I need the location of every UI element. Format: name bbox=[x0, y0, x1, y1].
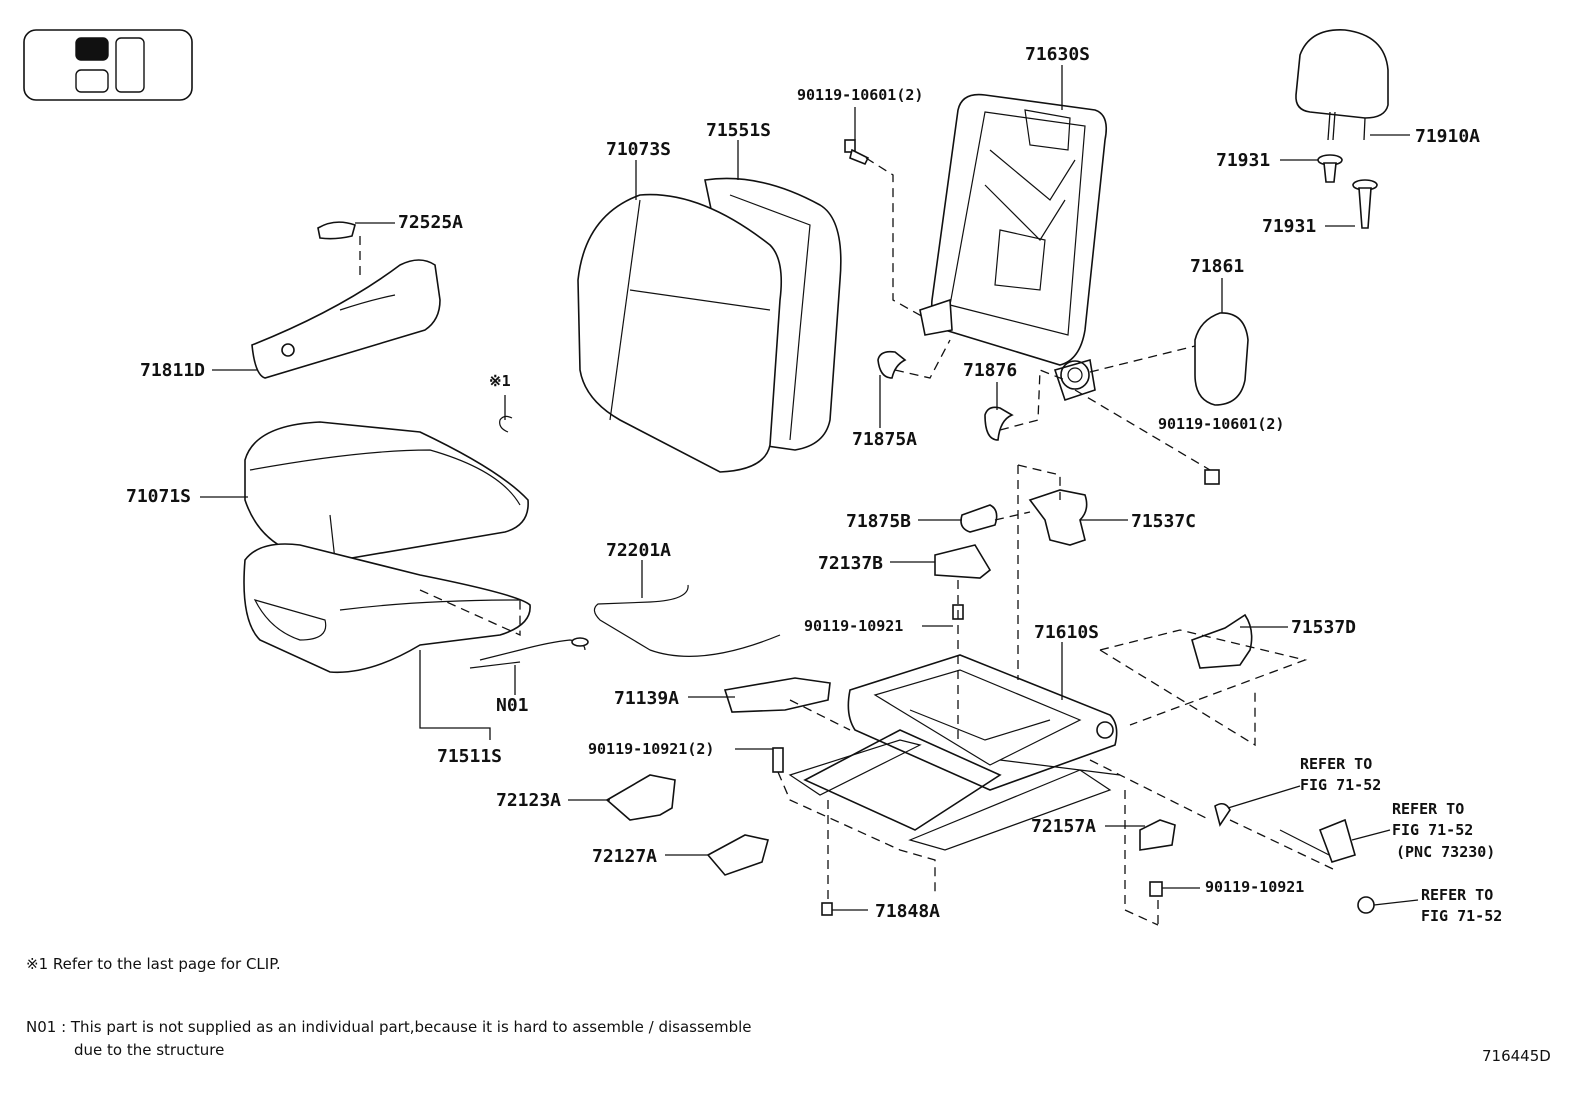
leader-lines bbox=[200, 65, 1419, 911]
n01-footnote-line1: N01 : This part is not supplied as an in… bbox=[26, 1018, 752, 1036]
seat-cushion-pad-part bbox=[243, 543, 531, 674]
clip-icon bbox=[499, 415, 513, 433]
label-refer-to-2-line1: REFER TO bbox=[1392, 800, 1465, 818]
label-refer-to-2-line2: FIG 71-52 bbox=[1392, 821, 1474, 839]
label-71861: 71861 bbox=[1190, 256, 1245, 277]
label-71630S: 71630S bbox=[1025, 44, 1091, 65]
label-71931-lower: 71931 bbox=[1262, 216, 1317, 237]
clip-footnote: ※1 Refer to the last page for CLIP. bbox=[26, 955, 281, 973]
headrest-part bbox=[1295, 29, 1389, 141]
label-71811D: 71811D bbox=[140, 360, 206, 381]
label-71610S: 71610S bbox=[1034, 622, 1100, 643]
headrest-support-part bbox=[1317, 154, 1378, 229]
seat-cushion-cover-part bbox=[244, 421, 529, 561]
label-71537C: 71537C bbox=[1131, 511, 1197, 532]
label-clip-reference: ※1 bbox=[489, 372, 511, 390]
label-refer-to-2-line3: (PNC 73230) bbox=[1396, 843, 1496, 861]
assembly-dashed-lines bbox=[359, 157, 1336, 926]
label-71875A: 71875A bbox=[852, 429, 918, 450]
n01-footnote-line2: due to the structure bbox=[74, 1041, 225, 1059]
label-72525A: 72525A bbox=[398, 212, 464, 233]
label-90119-10921-right: 90119-10921 bbox=[1205, 878, 1305, 896]
recliner-cover-part bbox=[877, 312, 1249, 441]
label-72127A: 72127A bbox=[592, 846, 658, 867]
label-71537D: 71537D bbox=[1291, 617, 1357, 638]
label-refer-to-3-line1: REFER TO bbox=[1421, 886, 1494, 904]
label-90119-10921-center: 90119-10921 bbox=[804, 617, 904, 635]
seat-cushion-frame-part bbox=[788, 654, 1121, 851]
seat-position-indicator-icon bbox=[23, 29, 193, 101]
label-71073S: 71073S bbox=[606, 139, 672, 160]
label-90119-10921-2: 90119-10921(2) bbox=[588, 740, 715, 758]
label-71139A: 71139A bbox=[614, 688, 680, 709]
label-71551S: 71551S bbox=[706, 120, 772, 141]
label-refer-to-1-line2: FIG 71-52 bbox=[1300, 776, 1382, 794]
label-refer-to-1-line1: REFER TO bbox=[1300, 755, 1373, 773]
seat-wire-part bbox=[593, 584, 781, 657]
label-72157A: 72157A bbox=[1031, 816, 1097, 837]
seatback-frame-part bbox=[919, 93, 1108, 402]
label-72123A: 72123A bbox=[496, 790, 562, 811]
belt-buckle-part bbox=[1279, 818, 1375, 914]
label-90119-10601-2-right: 90119-10601(2) bbox=[1158, 415, 1285, 433]
shield-cover-part bbox=[934, 489, 1253, 669]
rail-cover-part bbox=[605, 677, 1176, 876]
label-71910A: 71910A bbox=[1415, 126, 1481, 147]
label-71511S: 71511S bbox=[437, 746, 503, 767]
label-71876: 71876 bbox=[963, 360, 1018, 381]
seatback-cover-part bbox=[577, 177, 842, 473]
label-71931-upper: 71931 bbox=[1216, 150, 1271, 171]
label-71875B: 71875B bbox=[846, 511, 912, 532]
label-72201A: 72201A bbox=[606, 540, 672, 561]
figure-id: 716445D bbox=[1482, 1047, 1551, 1065]
label-71071S: 71071S bbox=[126, 486, 192, 507]
label-71848A: 71848A bbox=[875, 901, 941, 922]
label-N01: N01 bbox=[496, 695, 529, 716]
label-90119-10601-2-top: 90119-10601(2) bbox=[797, 86, 924, 104]
label-refer-to-3-line2: FIG 71-52 bbox=[1421, 907, 1503, 925]
armrest-part bbox=[251, 221, 441, 379]
label-72137B: 72137B bbox=[818, 553, 884, 574]
sensor-harness-part bbox=[469, 637, 589, 669]
